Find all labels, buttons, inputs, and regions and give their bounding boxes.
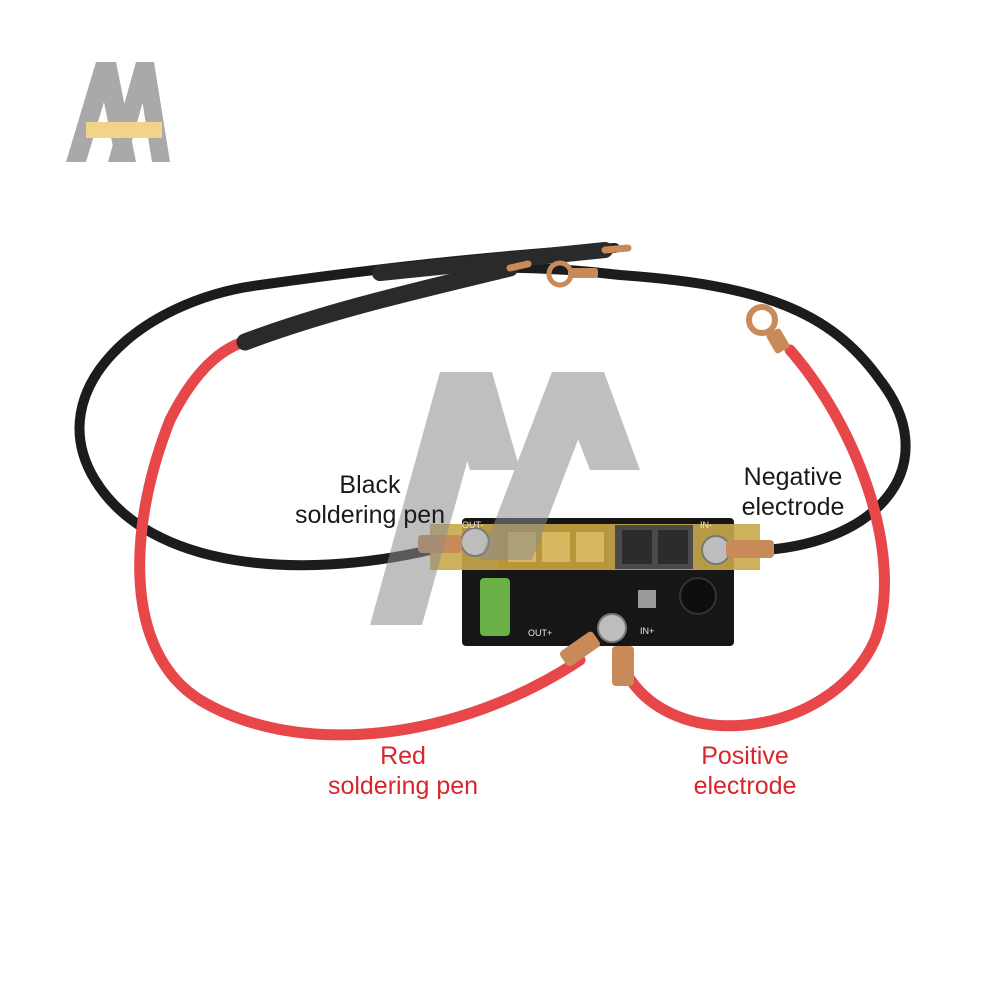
watermark-icon <box>370 372 640 625</box>
brand-logo-icon <box>66 62 170 162</box>
red-cable-positive <box>614 344 890 732</box>
label-negative-electrode: Negative electrode <box>728 462 858 522</box>
label-black-line2: soldering pen <box>294 501 446 529</box>
label-red-line2: soldering pen <box>327 772 479 800</box>
ring-terminal-icon <box>746 304 790 354</box>
label-red-line1: Red <box>380 742 426 770</box>
label-positive-line2: electrode <box>693 772 797 800</box>
silkscreen-out-minus: OUT- <box>462 520 484 530</box>
ring-terminal-top-icon <box>546 260 598 288</box>
black-pen-sleeve <box>372 242 613 281</box>
label-negative-line1: Negative <box>743 463 843 491</box>
label-black-line1: Black <box>339 471 401 499</box>
label-positive-line1: Positive <box>701 742 789 770</box>
red-cable-loop <box>134 334 586 741</box>
silkscreen-in-plus: IN+ <box>640 626 654 636</box>
label-negative-line2: electrode <box>741 493 845 521</box>
label-positive-electrode: Positive electrode <box>682 741 808 801</box>
silkscreen-in-minus: IN- <box>700 520 712 530</box>
silkscreen-out-plus: OUT+ <box>528 628 552 638</box>
black-pen-tip <box>601 244 632 254</box>
red-pen-tip <box>506 260 532 272</box>
logo-bar <box>86 122 162 138</box>
label-red-soldering-pen: Red soldering pen <box>314 741 492 801</box>
spot-welder-board: OUT- OUT+ IN- IN+ <box>418 518 774 686</box>
red-pen-sleeve <box>236 259 519 351</box>
label-black-soldering-pen: Black soldering pen <box>282 470 458 530</box>
